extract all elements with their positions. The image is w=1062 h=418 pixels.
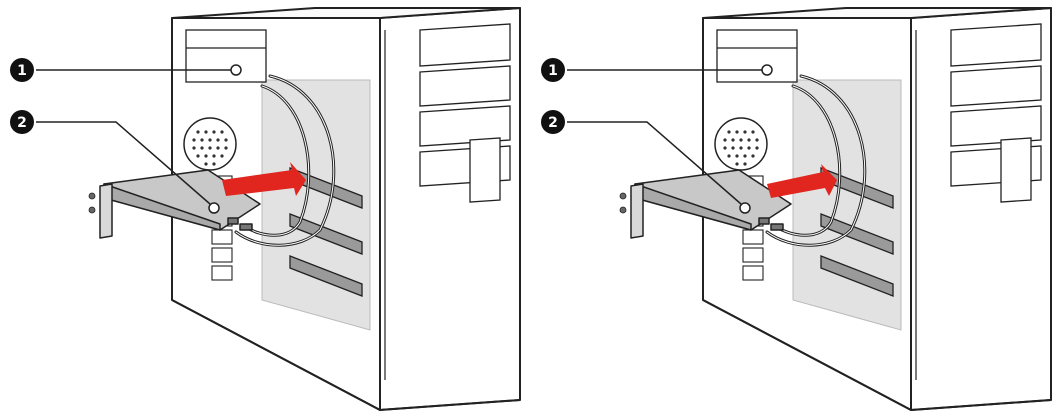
drive-bays (950, 23, 1042, 203)
diagram-panel-left: 1 2 (10, 7, 521, 412)
expansion-slot (820, 255, 894, 297)
card-component-marker (739, 202, 751, 214)
fan-grille (183, 117, 237, 171)
callout-number-2: 2 (17, 115, 27, 131)
power-supply-bay (185, 29, 267, 83)
screws (619, 192, 627, 214)
callout-badge-1: 1 (541, 58, 565, 82)
expansion-card (99, 169, 261, 239)
card-bracket (99, 183, 113, 239)
callout-target-1 (230, 64, 242, 76)
card-bracket (630, 183, 644, 239)
callout-number-2: 2 (548, 115, 558, 131)
callout-badge-1: 1 (10, 58, 34, 82)
insert-direction-arrow (767, 164, 837, 198)
expansion-slot (289, 213, 363, 255)
callout-target-1 (761, 64, 773, 76)
insert-direction-arrow (222, 162, 306, 196)
expansion-card (630, 169, 792, 239)
callout-leaders (36, 69, 232, 205)
fan-grille (714, 117, 768, 171)
diagram-panel-right: 1 2 (531, 0, 1062, 418)
callout-leaders (567, 69, 763, 205)
power-supply-bay (716, 29, 798, 83)
callout-number-1: 1 (17, 63, 27, 79)
screws (88, 192, 96, 214)
expansion-slot (820, 213, 894, 255)
back-wall (792, 79, 902, 331)
callout-badge-2: 2 (541, 110, 565, 134)
callout-badge-2: 2 (10, 110, 34, 134)
case-foot (702, 299, 1052, 412)
back-wall (261, 79, 371, 331)
expansion-slot (289, 255, 363, 297)
card-component-marker (208, 202, 220, 214)
callout-number-1: 1 (548, 63, 558, 79)
callout-leader-2 (567, 121, 742, 205)
case-foot (171, 299, 521, 412)
drive-bays (419, 23, 511, 203)
callout-leader-2 (36, 121, 211, 205)
